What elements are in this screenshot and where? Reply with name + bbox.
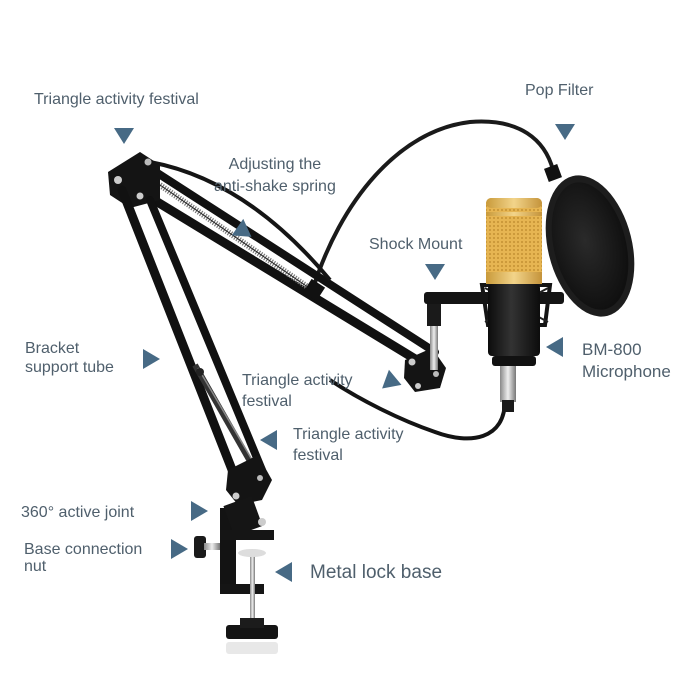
label-line: Triangle activity [242,372,353,389]
triangle-down-icon [425,264,445,280]
label-line: Adjusting the [228,156,322,173]
label-line: BM-800 [582,340,642,359]
triangle-down-icon [114,128,134,144]
label-lower-joint: Triangle activity festival [293,425,404,465]
label-mid-joint: Triangle activity festival [242,371,353,411]
triangle-left-icon [546,337,563,357]
label-bracket-support-tube: Bracket support tube [25,339,114,377]
label-shock-mount: Shock Mount [369,236,463,253]
label-bm800-microphone: BM-800 Microphone [582,339,671,383]
triangle-right-icon [171,539,188,559]
label-pop-filter: Pop Filter [525,82,594,99]
label-line: festival [242,393,292,410]
triangle-left-icon [275,562,292,582]
label-line: anti-shake spring [214,178,336,195]
triangle-right-icon [143,349,160,369]
label-metal-lock-base: Metal lock base [310,562,443,583]
triangle-down-icon [555,124,575,140]
triangle-left-icon [260,430,277,450]
label-anti-shake-spring: Adjusting the anti-shake spring [214,155,336,196]
label-line: support tube [25,359,114,376]
label-360-active-joint: 360° active joint [21,504,135,521]
label-line: Base connection [24,541,143,558]
triangle-right-icon [191,501,208,521]
label-top-joint: Triangle activity festival [34,91,199,108]
label-base-connection-nut: Base connection nut [24,541,142,575]
label-line: festival [293,447,343,464]
label-line: Microphone [582,362,671,381]
label-line: Triangle activity [293,426,404,443]
label-line: nut [24,558,47,575]
label-line: Bracket [25,340,80,357]
